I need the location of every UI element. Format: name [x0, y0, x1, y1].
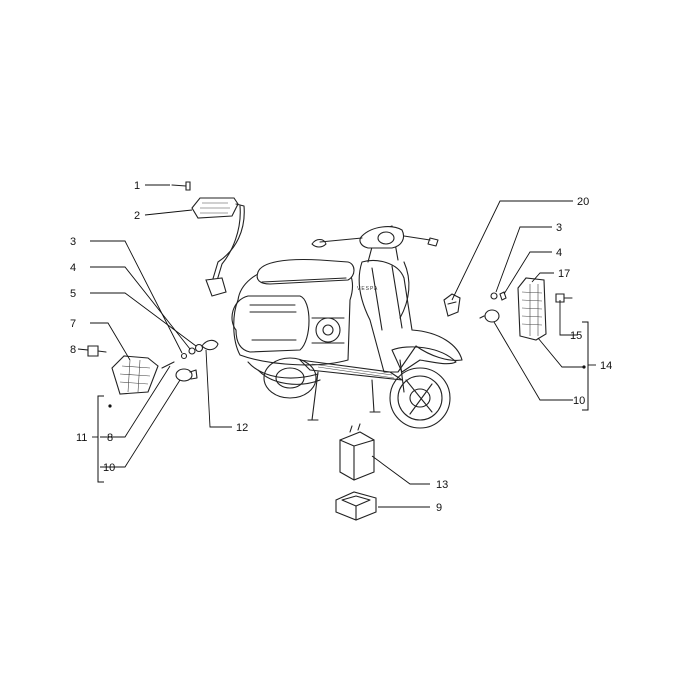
callout-1: 1	[134, 180, 140, 192]
callout-7: 7	[70, 318, 76, 330]
callout-8-bottom: 8	[107, 432, 113, 444]
part-1-screw	[171, 181, 191, 191]
callout-20: 20	[577, 196, 589, 208]
callout-8-top: 8	[70, 344, 76, 356]
callout-9: 9	[436, 502, 442, 514]
part-10-bulb-right	[479, 309, 500, 323]
callout-12: 12	[236, 422, 248, 434]
part-12-grommet	[201, 339, 219, 351]
scooter-illustration: VESPA	[231, 225, 463, 429]
callout-2: 2	[134, 210, 140, 222]
callout-14: 14	[600, 360, 612, 372]
part-11-left-indicator	[111, 355, 159, 395]
callout-5: 5	[70, 288, 76, 300]
callout-17: 17	[558, 268, 570, 280]
part-2-lamp-harness	[191, 197, 245, 297]
part-9-rubber-holder	[335, 491, 377, 521]
part-3-4-fasteners-right	[490, 291, 507, 301]
callout-15: 15	[570, 330, 582, 342]
part-14-right-indicator	[517, 277, 547, 341]
group-bracket-11	[92, 395, 112, 483]
callout-labels: 1 2 3 4 5 7 8 8 11 10 12 13 9 20 3 4 17 …	[70, 180, 612, 514]
callout-4-right: 4	[556, 247, 562, 259]
callout-3-left: 3	[70, 236, 76, 248]
part-8-screw	[87, 345, 107, 357]
leader-lines	[77, 184, 585, 508]
callout-4-left: 4	[70, 262, 76, 274]
callout-3-right: 3	[556, 222, 562, 234]
group-bracket-14	[582, 321, 596, 411]
part-8-screw-small	[161, 361, 175, 369]
callout-11: 11	[76, 432, 87, 444]
part-20-socket	[443, 293, 461, 317]
callout-10-left: 10	[103, 462, 115, 474]
part-15-screw	[555, 293, 573, 303]
part-10-bulb-left	[175, 368, 198, 382]
part-3-5-fasteners-left	[180, 343, 204, 360]
callout-13: 13	[436, 479, 448, 491]
brand-text: VESPA	[357, 286, 378, 292]
callout-10-right: 10	[573, 395, 585, 407]
part-13-flasher	[339, 423, 375, 481]
